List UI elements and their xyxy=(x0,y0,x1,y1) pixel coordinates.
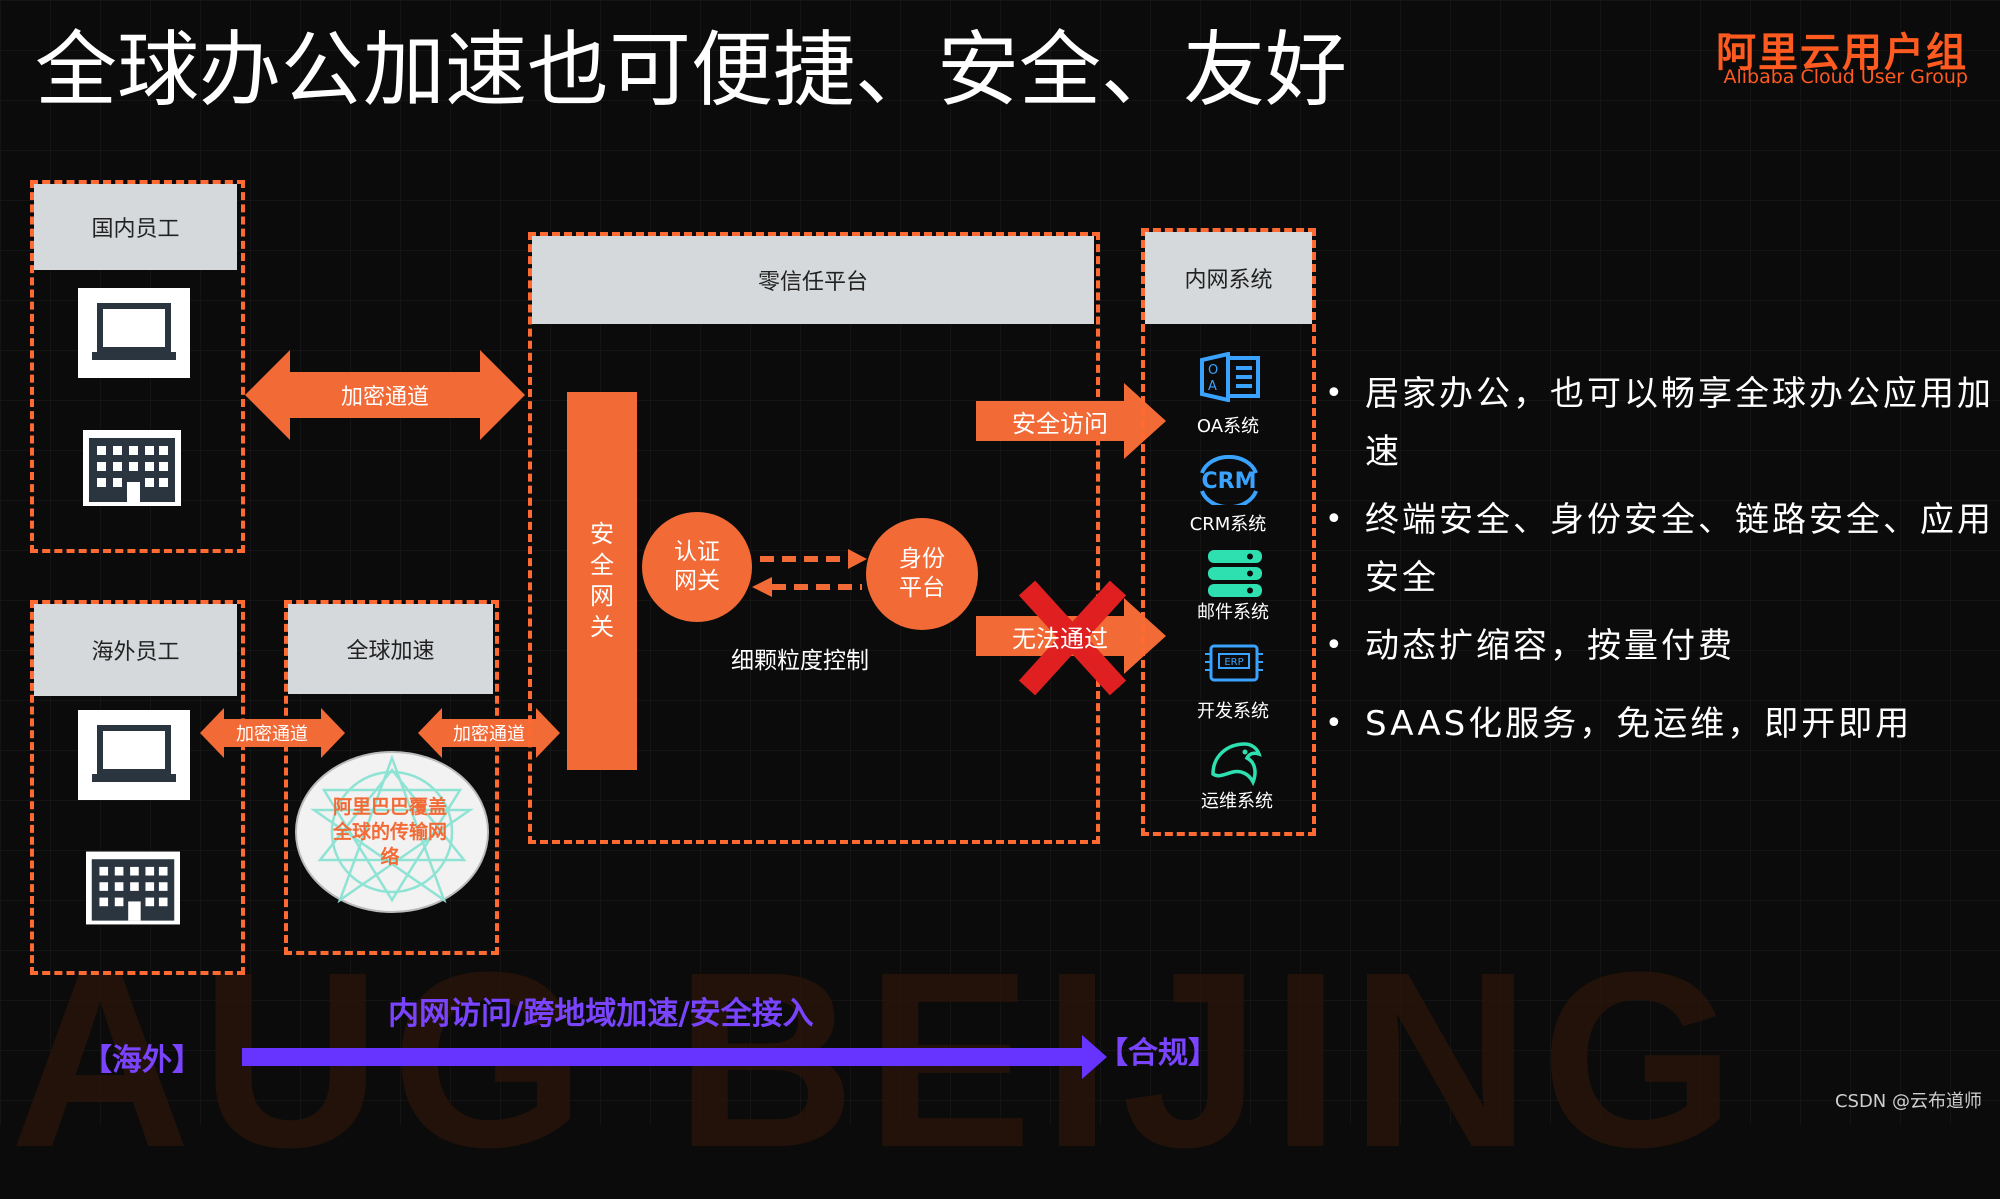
page-title: 全球办公加速也可便捷、安全、友好 xyxy=(35,22,1347,120)
list-item: •动态扩缩容，按量付费 xyxy=(1325,617,1995,675)
progression-arrow xyxy=(242,1035,1107,1079)
erp-chip-icon: ERP xyxy=(1205,642,1263,684)
fine-grained-control-label: 细颗粒度控制 xyxy=(700,640,900,676)
to-label: 【合规】 xyxy=(1098,1028,1218,1072)
security-gateway: 安全网关 xyxy=(567,392,637,770)
laptop-icon xyxy=(78,288,190,378)
list-item: •居家办公，也可以畅享全球办公应用加速 xyxy=(1325,365,1995,481)
svg-text:A: A xyxy=(1208,379,1217,394)
brand-subtitle: Alibaba Cloud User Group xyxy=(1723,66,1968,88)
system-label-ops: 运维系统 xyxy=(1167,787,1307,813)
blocked-label: 无法通过 xyxy=(990,618,1130,654)
bottom-caption: 内网访问/跨地域加速/安全接入 xyxy=(388,988,814,1033)
system-label-oa: OA系统 xyxy=(1158,412,1298,438)
auth-flow-arrows xyxy=(752,545,867,601)
secure-access-label: 安全访问 xyxy=(990,403,1130,439)
zero-trust-header: 零信任平台 xyxy=(532,236,1094,324)
mail-server-icon xyxy=(1208,550,1262,598)
crm-icon: CRM xyxy=(1192,455,1266,505)
footer-credit: CSDN @云布道师 xyxy=(1835,1087,1982,1113)
overseas-staff-header: 海外员工 xyxy=(34,604,237,696)
system-label-crm: CRM系统 xyxy=(1158,510,1298,536)
system-label-mail: 邮件系统 xyxy=(1163,598,1303,624)
dolphin-icon xyxy=(1207,738,1263,786)
from-label: 【海外】 xyxy=(82,1035,202,1079)
auth-gateway-node: 认证网关 xyxy=(642,512,752,622)
list-item: •终端安全、身份安全、链路安全、应用安全 xyxy=(1325,491,1995,607)
intranet-header: 内网系统 xyxy=(1145,232,1312,324)
identity-platform-node: 身份平台 xyxy=(866,518,978,630)
office-building-icon xyxy=(86,850,180,926)
encrypted-channel-left-label: 加密通道 xyxy=(222,718,322,748)
encrypted-channel-label: 加密通道 xyxy=(290,372,480,418)
svg-text:ERP: ERP xyxy=(1224,657,1243,668)
system-label-dev: 开发系统 xyxy=(1163,697,1303,723)
encrypted-channel-right-label: 加密通道 xyxy=(440,718,538,748)
oa-icon: O A xyxy=(1198,352,1262,402)
global-network-text: 阿里巴巴覆盖全球的传输网络 xyxy=(330,795,450,870)
office-building-icon xyxy=(83,430,181,506)
laptop-icon xyxy=(78,710,190,800)
svg-text:O: O xyxy=(1208,363,1218,378)
list-item: •SAAS化服务，免运维，即开即用 xyxy=(1325,695,1995,753)
domestic-staff-header: 国内员工 xyxy=(34,184,237,270)
svg-text:CRM: CRM xyxy=(1202,469,1257,494)
benefit-list: •居家办公，也可以畅享全球办公应用加速 •终端安全、身份安全、链路安全、应用安全… xyxy=(1325,365,1995,763)
global-accel-header: 全球加速 xyxy=(288,604,493,694)
